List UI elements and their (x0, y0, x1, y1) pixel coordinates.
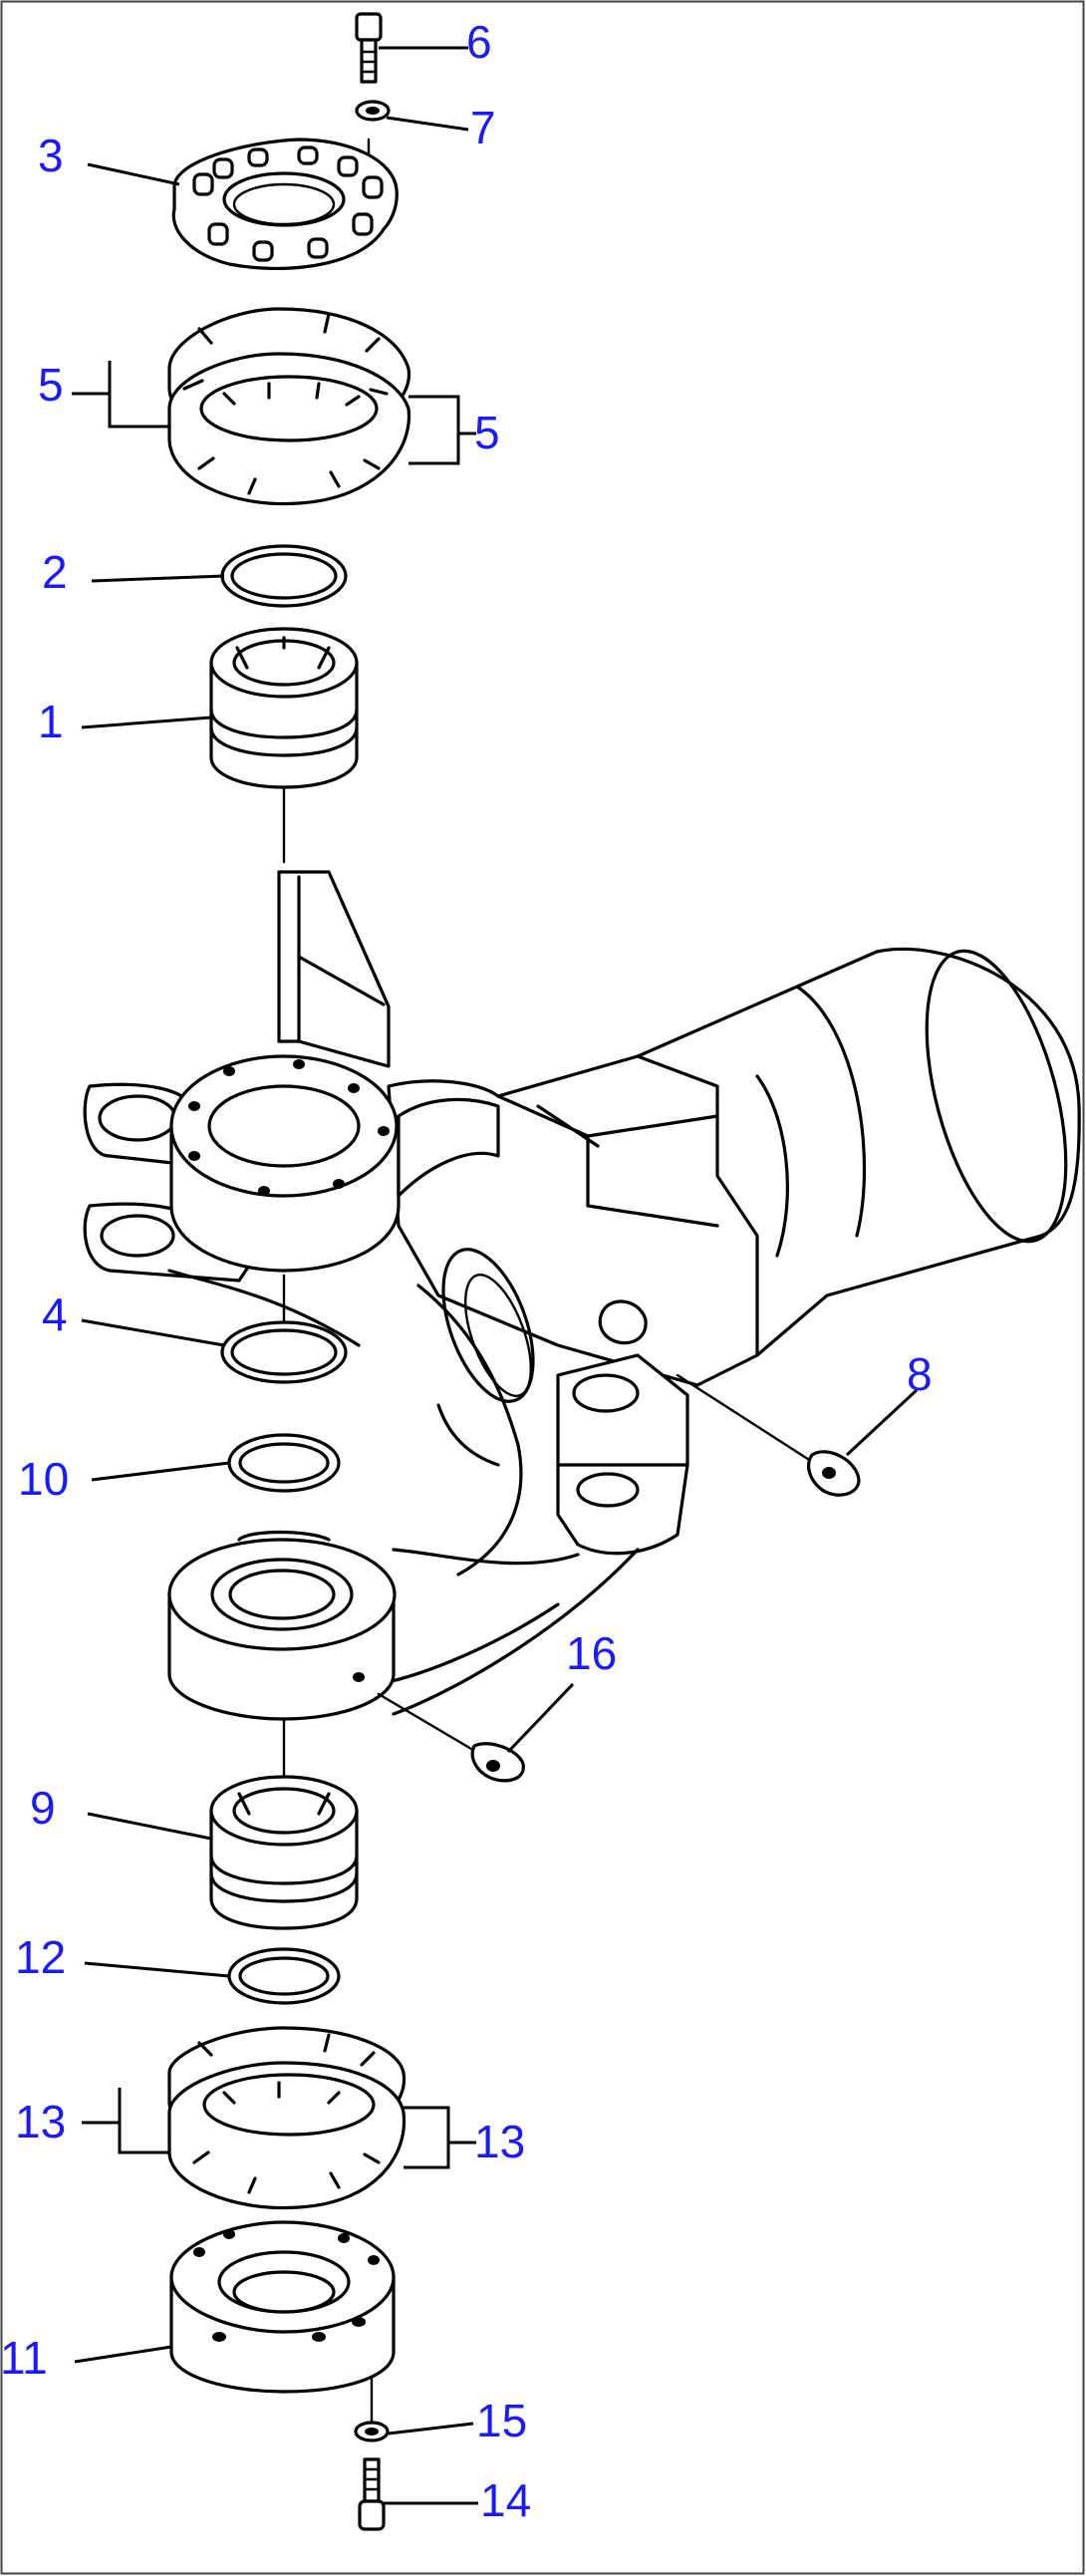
callout-14: 14 (480, 2474, 531, 2526)
washer-part-15 (354, 2421, 390, 2442)
callout-11: 11 (0, 2332, 48, 2384)
bearing-part-1 (209, 627, 359, 789)
callout-labels: 6 7 3 5 5 2 1 4 10 8 16 9 12 13 13 11 15… (0, 16, 933, 2526)
callout-6: 6 (466, 16, 492, 68)
callout-16: 16 (566, 1627, 617, 1679)
callout-4: 4 (42, 1288, 68, 1340)
boss-bolt-holes (188, 1059, 390, 1196)
callout-5-left: 5 (38, 359, 64, 411)
bolt-holes (192, 145, 384, 262)
lower-kingpin-boss (167, 1530, 397, 1721)
ring-part-12 (227, 1947, 341, 2005)
callout-2: 2 (42, 546, 68, 598)
callout-15: 15 (476, 2395, 527, 2446)
washer-part-7 (355, 100, 391, 122)
steering-knuckle-body (83, 870, 1081, 1716)
callout-12: 12 (15, 1931, 66, 1983)
callout-13-right: 13 (474, 2116, 525, 2167)
retainer-plate-part-11 (169, 2220, 396, 2394)
seal-ring-part-2 (220, 544, 348, 608)
seal-ring-part-4 (220, 1320, 348, 1384)
bolt-part-14 (358, 2457, 386, 2531)
callout-7: 7 (470, 102, 496, 153)
callout-10: 10 (18, 1453, 69, 1505)
shim-pair-part-5 (167, 307, 411, 506)
callout-13-left: 13 (15, 2096, 66, 2147)
callout-1: 1 (38, 696, 64, 747)
leader-lines (72, 46, 919, 2505)
bolt-part-16 (377, 1692, 525, 1783)
stop-bolt-part-8 (676, 1373, 861, 1497)
retainer-plate-part-3 (171, 138, 399, 271)
shim-pair-part-13 (167, 2026, 407, 2210)
callout-8: 8 (907, 1348, 933, 1400)
callout-9: 9 (30, 1782, 56, 1834)
callout-3: 3 (38, 130, 64, 181)
bearing-part-9 (209, 1775, 359, 1930)
bolt-part-6 (355, 12, 383, 84)
callout-5-right: 5 (474, 407, 500, 458)
ring-part-10 (227, 1433, 341, 1493)
